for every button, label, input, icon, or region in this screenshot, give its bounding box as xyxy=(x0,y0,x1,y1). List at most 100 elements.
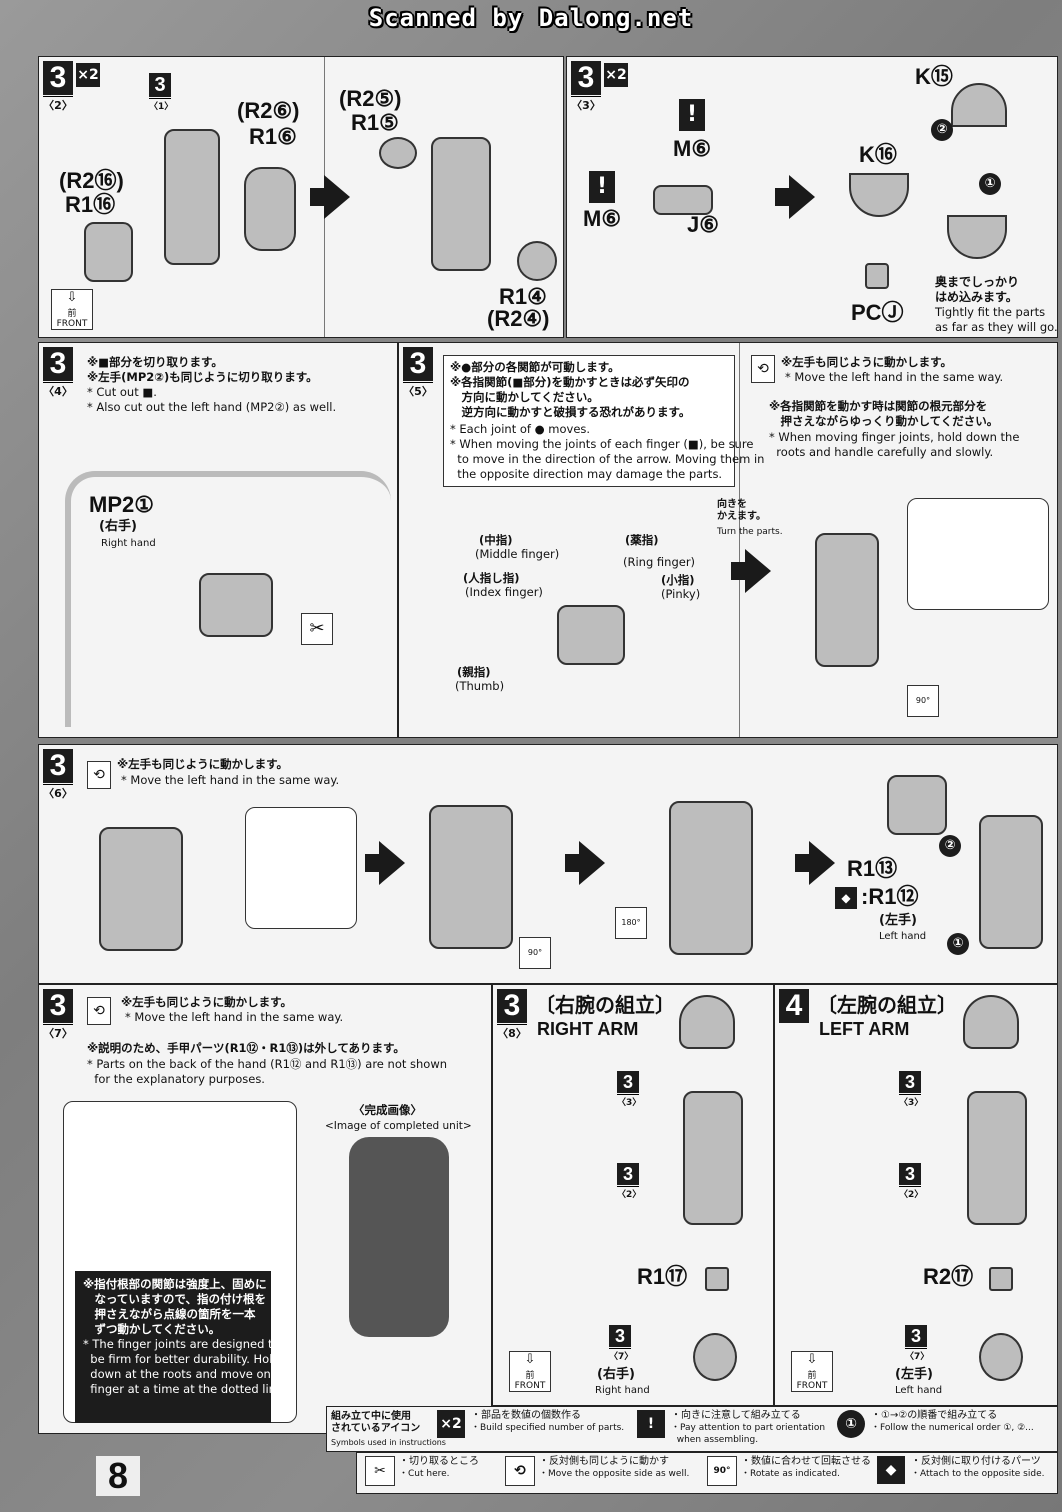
turn-note-jp: 向きを かえます。 xyxy=(717,499,766,522)
count-badge: ×2 xyxy=(604,63,628,87)
complete-image-jp: 〈完成画像〉 xyxy=(353,1103,422,1117)
step-sub: 〈2〉 xyxy=(43,96,73,113)
root-note-jp: ※各指関節を動かす時は関節の根元部分を 押さえながらゆっくり動かしてください。 xyxy=(769,399,999,428)
index-finger-jp: (人指し指) xyxy=(463,571,520,585)
front-arrow-icon: ⇩ xyxy=(806,1352,818,1367)
left-arm-title-en: LEFT ARM xyxy=(819,1019,910,1039)
upper-arm-part xyxy=(164,129,220,265)
root-note-en: * When moving finger joints, hold down t… xyxy=(769,430,1020,459)
panel-step-3-3: 3×2 〈3〉 K⑮ M⑥ M⑥ J⑥ K⑯ PCⒿ ! ! ② ① 奥までしっ… xyxy=(566,56,1058,338)
shoulder-joint-part xyxy=(653,185,713,215)
panel-step-3-5: 3 〈5〉 ※●部分の各関節が可動します。 ※各指関節(■部分)を動かすときは必… xyxy=(398,342,1058,738)
upper-arm-part xyxy=(683,1091,743,1225)
label-r2-4: (R2④) xyxy=(487,306,550,331)
firm-joint-en: * The finger joints are designed to be f… xyxy=(83,1337,287,1396)
ref-sub: 〈3〉 xyxy=(617,1094,641,1108)
legend-en: ・Pay attention to part orientation when … xyxy=(671,1423,826,1445)
ref-sub: 〈2〉 xyxy=(899,1186,923,1200)
step-badge: 3×2 〈3〉 xyxy=(571,61,628,113)
step-sub: 〈4〉 xyxy=(43,382,73,399)
next-step-arrow xyxy=(731,549,771,593)
right-arm-title-en: RIGHT ARM xyxy=(537,1019,639,1039)
label-r1-5: R1⑤ xyxy=(351,110,399,135)
middle-finger-en: (Middle finger) xyxy=(475,547,560,561)
ring-finger-jp: (薬指) xyxy=(625,533,659,547)
ref-step-3-2: 3〈2〉 xyxy=(617,1163,641,1200)
ref-sub: 〈2〉 xyxy=(617,1186,641,1200)
cap-part-r14 xyxy=(517,241,557,281)
panel-step-3-8: 3 〈8〉 〔右腕の組立〕 RIGHT ARM 3〈3〉 3〈2〉 R1⑰ 3〈… xyxy=(492,984,774,1406)
step-badge: 3 〈7〉 xyxy=(43,989,73,1041)
order-1-icon: ① xyxy=(979,173,1001,195)
joint-warning-jp: ※●部分の各関節が可動します。 ※各指関節(■部分)を動かすときは必ず矢印の 方… xyxy=(450,360,691,419)
order-icon: ① xyxy=(837,1410,865,1438)
shell-part-k15 xyxy=(951,83,1007,127)
legend-jp: ・反対側も同じように動かす xyxy=(539,1456,669,1467)
ref-number: 3 xyxy=(617,1071,639,1093)
front-en: FRONT xyxy=(514,1381,546,1391)
legend-item-cut: ✂・切り取るところ・Cut here. xyxy=(365,1456,479,1486)
next-step-arrow xyxy=(775,175,815,219)
label-r1-17: R1⑰ xyxy=(637,1264,688,1289)
label-r1-13: R1⑬ xyxy=(847,856,898,881)
front-jp: 前 xyxy=(807,1371,817,1381)
right-hand-jp: (右手) xyxy=(597,1367,635,1382)
left-arm-title-jp: 〔左腕の組立〕 xyxy=(817,995,957,1017)
legend-item-opposite: ⟲・反対側も同じように動かす・Move the opposite side as… xyxy=(505,1456,689,1486)
panel-step-4: 4 〔左腕の組立〕 LEFT ARM 3〈3〉 3〈2〉 R2⑰ 3〈7〉 ⇩前… xyxy=(774,984,1058,1406)
socket-assembled xyxy=(947,215,1007,259)
legend-jp: ・数値に合わせて回転させる xyxy=(741,1456,871,1467)
caution-icon: ! xyxy=(589,171,615,203)
legend-en: ・Attach to the opposite side. xyxy=(911,1469,1045,1479)
left-hand-note-jp: ※左手も同じように動かします。 xyxy=(117,757,289,771)
index-finger-en: (Index finger) xyxy=(465,585,543,599)
legend-en: ・Build specified number of parts. xyxy=(471,1423,625,1433)
legend-en: ・Move the opposite side as well. xyxy=(539,1469,690,1479)
legend-en: ・Rotate as indicated. xyxy=(741,1469,840,1479)
label-mp2-1: MP2① xyxy=(89,492,154,517)
ref-number: 3 xyxy=(617,1163,639,1185)
rotate-180-icon: 180° xyxy=(615,907,647,939)
socket-part-k16 xyxy=(849,173,909,217)
left-hand-note-en: * Move the left hand in the same way. xyxy=(121,773,340,787)
rotate-90-icon: 90° xyxy=(907,685,939,717)
legend-item-count: ×2・部品を数値の個数作る・Build specified number of … xyxy=(437,1410,624,1438)
pinky-jp: (小指) xyxy=(661,573,695,587)
step-badge: 3 〈4〉 xyxy=(43,347,73,399)
legend-jp: ・①→②の順番で組み立てる xyxy=(871,1410,998,1421)
divider xyxy=(739,343,740,737)
step-sub: 〈8〉 xyxy=(497,1024,527,1041)
firm-joint-jp: ※指付根部の関節は強度上、固めに なっていますので、指の付け根を 押さえながら点… xyxy=(83,1277,267,1336)
page-number: 8 xyxy=(96,1456,140,1496)
middle-finger-jp: (中指) xyxy=(479,533,513,547)
elbow-cover-part xyxy=(84,222,133,282)
ring-finger-en: (Ring finger) xyxy=(623,555,696,569)
wrist-part xyxy=(705,1267,729,1291)
step-badge: 3×2 〈2〉 xyxy=(43,61,100,113)
ref-number: 3 xyxy=(899,1071,921,1093)
hand-pose-1 xyxy=(99,827,183,951)
shoulder-ball-part xyxy=(963,995,1019,1049)
label-r2-16: (R2⑯) xyxy=(59,168,124,193)
left-hand-en: Left hand xyxy=(879,931,927,942)
back-hand-part xyxy=(887,775,947,835)
legend-item-order: ①・①→②の順番で組み立てる・Follow the numerical orde… xyxy=(837,1410,1034,1438)
complete-image-en: <Image of completed unit> xyxy=(325,1120,472,1132)
fit-note-jp: 奥までしっかり はめ込みます。 xyxy=(935,275,1020,304)
completed-hand-image xyxy=(349,1137,449,1337)
hand-part xyxy=(557,605,625,665)
step-number: 3 xyxy=(571,61,601,95)
step-number: 3 xyxy=(43,989,73,1023)
step-arrow-1 xyxy=(365,841,405,885)
firm-joint-warning: ※指付根部の関節は強度上、固めに なっていますので、指の付け根を 押さえながら点… xyxy=(75,1271,287,1423)
label-r1-16: R1⑯ xyxy=(65,192,116,217)
ref-sub: 〈1〉 xyxy=(149,98,173,112)
fit-note-en: Tightly fit the parts as far as they wil… xyxy=(935,305,1058,334)
step-badge: 3 〈8〉 xyxy=(497,989,527,1041)
thumb-jp: (親指) xyxy=(457,665,491,679)
label-k16: K⑯ xyxy=(859,142,897,167)
opposite-side-icon: ⟲ xyxy=(87,761,111,789)
step-arrow-3 xyxy=(795,841,835,885)
